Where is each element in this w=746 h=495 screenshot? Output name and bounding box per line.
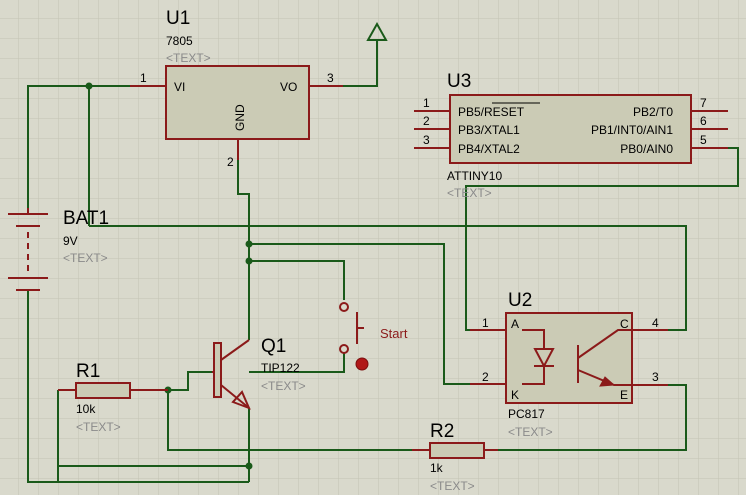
u1-ref: U1 bbox=[166, 8, 190, 29]
u2-pin-a: A bbox=[511, 317, 519, 331]
u3-body[interactable] bbox=[449, 94, 692, 164]
u3-text: <TEXT> bbox=[447, 186, 492, 200]
u2-text: <TEXT> bbox=[508, 425, 553, 439]
u1-body[interactable] bbox=[165, 65, 310, 140]
q1-base-bar bbox=[213, 342, 222, 398]
u2-body[interactable] bbox=[505, 312, 633, 404]
wires bbox=[27, 40, 739, 483]
switch-contact-bottom bbox=[339, 344, 349, 354]
u3-pin3-num: 3 bbox=[423, 133, 430, 147]
r2-body[interactable] bbox=[429, 442, 485, 459]
wire-bottom-bus[interactable] bbox=[27, 290, 249, 483]
wire-r1-base[interactable] bbox=[168, 371, 212, 391]
bat1-ref: BAT1 bbox=[63, 208, 109, 229]
u2-pt-collector bbox=[577, 329, 632, 359]
start-label: Start bbox=[380, 326, 408, 341]
u1-value: 7805 bbox=[166, 34, 193, 48]
q1-emitter-arrow-icon bbox=[231, 390, 251, 410]
switch-indicator-icon[interactable] bbox=[355, 357, 369, 371]
u1-pin-gnd: GND bbox=[233, 104, 247, 131]
r2-resistor[interactable]: R2 1k <TEXT> bbox=[412, 421, 498, 493]
wire-gnd-collector[interactable] bbox=[237, 160, 250, 340]
u2-ref: U2 bbox=[508, 290, 532, 311]
r2-text: <TEXT> bbox=[430, 479, 475, 493]
u2-pin-k: K bbox=[511, 388, 519, 402]
u1-text: <TEXT> bbox=[166, 51, 211, 65]
wire-vo-power[interactable] bbox=[343, 40, 378, 87]
junction-vin bbox=[85, 82, 93, 90]
u3-pin5-name: PB0/AIN0 bbox=[620, 142, 673, 156]
wire-switch-top[interactable] bbox=[249, 260, 345, 300]
wire-vin-rail[interactable] bbox=[27, 85, 130, 208]
power-terminal[interactable] bbox=[366, 21, 388, 41]
wire-switch-bottom[interactable] bbox=[249, 352, 345, 373]
power-arrow-icon[interactable] bbox=[366, 21, 388, 41]
r2-ref: R2 bbox=[430, 421, 454, 442]
junction-ground bbox=[245, 462, 253, 470]
u2-value: PC817 bbox=[508, 407, 545, 421]
wire-mcu-opto-a[interactable] bbox=[465, 147, 739, 331]
r1-ref: R1 bbox=[76, 361, 100, 382]
q1-ref: Q1 bbox=[261, 336, 286, 357]
u3-pin7-name: PB2/T0 bbox=[633, 105, 673, 119]
u2-optocoupler[interactable]: U2 PC817 <TEXT> A K C E 1 2 4 3 bbox=[470, 290, 668, 439]
u1-regulator[interactable]: U1 7805 <TEXT> VI VO GND 1 2 3 bbox=[130, 8, 343, 169]
u1-pin-vi: VI bbox=[174, 80, 185, 94]
u1-pin2-num: 2 bbox=[227, 155, 234, 169]
u3-pin2-num: 2 bbox=[423, 114, 430, 128]
u3-microcontroller[interactable]: U3 ATTINY10 <TEXT> 1 2 3 PB5/RESET PB3/X… bbox=[414, 71, 728, 200]
r2-value: 1k bbox=[430, 461, 444, 475]
u2-pt-arrow-icon bbox=[599, 376, 616, 387]
u1-pin1-num: 1 bbox=[140, 71, 147, 85]
u2-pin4-num: 4 bbox=[652, 316, 659, 330]
u3-pin1-num: 1 bbox=[423, 96, 430, 110]
u2-led-icon bbox=[533, 348, 555, 369]
r1-body[interactable] bbox=[75, 382, 131, 399]
u2-pin2-num: 2 bbox=[482, 370, 489, 384]
u1-pin-vo: VO bbox=[280, 80, 297, 94]
junction-switch bbox=[245, 257, 253, 265]
u1-pin3-num: 3 bbox=[327, 71, 334, 85]
q1-emitter-line bbox=[220, 384, 250, 409]
u2-pin3-num: 3 bbox=[652, 370, 659, 384]
bat1-battery[interactable]: BAT1 9V <TEXT> bbox=[8, 208, 109, 291]
switch-contact-top bbox=[339, 302, 349, 312]
r1-text: <TEXT> bbox=[76, 420, 121, 434]
junction-opto-k bbox=[245, 240, 253, 248]
bat1-text: <TEXT> bbox=[63, 251, 108, 265]
u3-pin5-num: 5 bbox=[700, 133, 707, 147]
u3-pin1-name: PB5/RESET bbox=[458, 105, 525, 119]
wire-opto-k[interactable] bbox=[249, 243, 470, 385]
u3-pin6-num: 6 bbox=[700, 114, 707, 128]
u3-pin2-name: PB3/XTAL1 bbox=[458, 123, 520, 137]
u2-pin-c: C bbox=[620, 317, 629, 331]
wire-base-r2[interactable] bbox=[167, 390, 412, 451]
r1-value: 10k bbox=[76, 402, 96, 416]
bat1-value: 9V bbox=[63, 234, 78, 248]
u3-pin3-name: PB4/XTAL2 bbox=[458, 142, 520, 156]
r1-resistor[interactable]: R1 10k <TEXT> bbox=[58, 361, 168, 434]
u3-pin6-name: PB1/INT0/AIN1 bbox=[591, 123, 673, 137]
junctions bbox=[85, 82, 253, 470]
q1-collector-line bbox=[220, 339, 250, 361]
q1-value: TIP122 bbox=[261, 361, 300, 375]
u3-value: ATTINY10 bbox=[447, 169, 502, 183]
start-button[interactable]: Start bbox=[339, 302, 408, 371]
q1-transistor[interactable]: Q1 TIP122 <TEXT> bbox=[212, 336, 306, 410]
u3-ref: U3 bbox=[447, 71, 471, 92]
u2-led-cathode-wire bbox=[522, 366, 545, 385]
q1-text: <TEXT> bbox=[261, 379, 306, 393]
u2-pin1-num: 1 bbox=[482, 316, 489, 330]
u2-led-anode-wire bbox=[522, 329, 545, 349]
u2-pin-e: E bbox=[620, 388, 628, 402]
u3-pin7-num: 7 bbox=[700, 96, 707, 110]
